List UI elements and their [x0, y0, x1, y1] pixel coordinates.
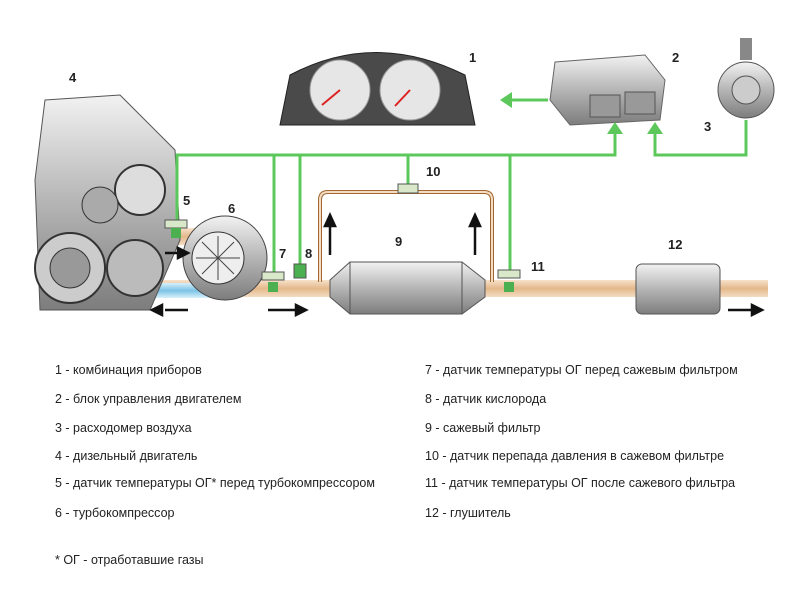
callout-4: 4 [69, 70, 77, 85]
legend-item-6: 6 - турбокомпрессор [55, 506, 175, 520]
turbocharger [182, 215, 268, 301]
legend-item-2: 2 - блок управления двигателем [55, 392, 242, 406]
callout-1: 1 [469, 50, 476, 65]
callout-10: 10 [426, 164, 440, 179]
flow-arrows [149, 211, 765, 318]
particulate-filter [329, 261, 486, 315]
callout-11: 11 [531, 259, 545, 274]
callout-5: 5 [183, 193, 190, 208]
callout-7: 7 [279, 246, 286, 261]
sensor-7 [261, 271, 285, 281]
legend-item-7: 7 - датчик температуры ОГ перед сажевым … [425, 363, 738, 377]
sensors [164, 183, 521, 292]
sensor-8 [293, 263, 307, 279]
sensor-5 [164, 219, 188, 229]
callout-2: 2 [672, 50, 679, 65]
callout-9: 9 [395, 234, 402, 249]
callout-3: 3 [704, 119, 711, 134]
legend-item-3: 3 - расходомер воздуха [55, 421, 192, 435]
muffler [635, 263, 721, 315]
legend-item-10: 10 - датчик перепада давления в сажевом … [425, 449, 725, 463]
callout-12: 12 [668, 237, 682, 252]
sensor-11 [497, 269, 521, 279]
callout-8: 8 [305, 246, 312, 261]
engine-control-unit [549, 54, 666, 126]
callout-6: 6 [228, 201, 235, 216]
legend-item-8: 8 - датчик кислорода [425, 392, 547, 406]
air-mass-meter [717, 38, 775, 119]
footnote: * ОГ - отработавшие газы [55, 553, 204, 567]
instrument-cluster [279, 52, 476, 126]
legend-item-1: 1 - комбинация приборов [55, 363, 202, 377]
signal-arrowheads [500, 92, 663, 134]
sensor-10 [397, 183, 419, 194]
system-schematic: 1 2 3 4 5 6 7 8 9 10 11 12 [34, 38, 775, 318]
signal-lines [175, 98, 748, 276]
legend-item-5: 5 - датчик температуры ОГ* перед турбоко… [55, 476, 375, 490]
legend-item-11: 11 - датчик температуры ОГ после сажевог… [425, 476, 736, 490]
legend-item-12: 12 - глушитель [425, 506, 511, 520]
legend-item-4: 4 - дизельный двигатель [55, 449, 198, 463]
legend-item-9: 9 - сажевый фильтр [425, 421, 541, 435]
diesel-engine [34, 94, 181, 311]
